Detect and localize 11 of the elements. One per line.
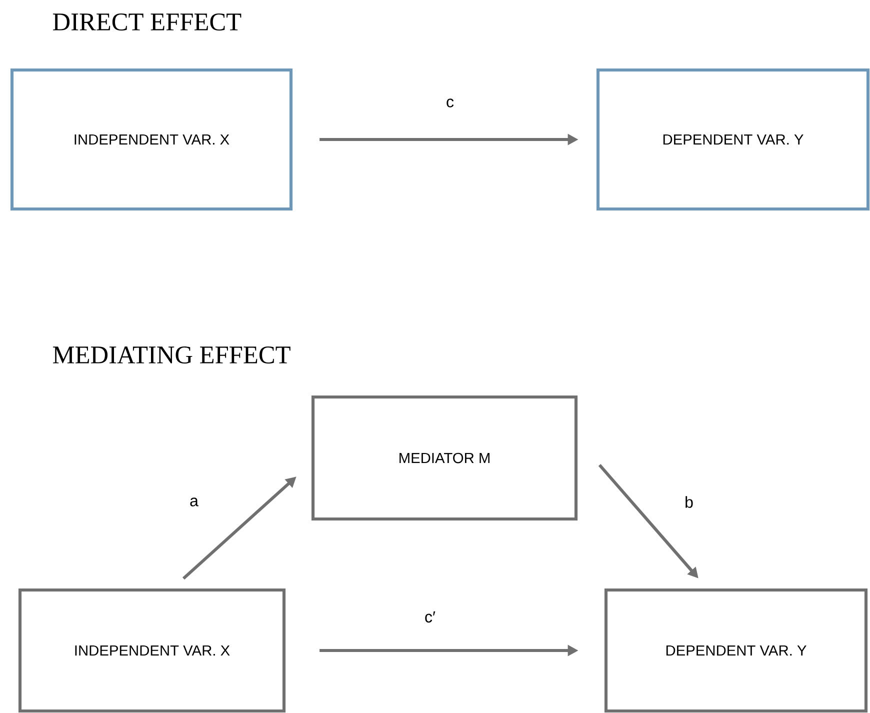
variable-box: DEPENDENT VAR. Y — [604, 588, 868, 713]
edge-label: b — [686, 496, 693, 508]
variable-box: MEDIATOR M — [311, 395, 578, 521]
section-heading: DIRECT EFFECT — [53, 14, 242, 30]
edge-label: c — [446, 98, 454, 108]
variable-box: INDEPENDENT VAR. X — [10, 68, 293, 211]
section-heading: MEDIATING EFFECT — [53, 346, 290, 364]
edge-label: a — [190, 498, 198, 506]
variable-box: INDEPENDENT VAR. X — [18, 588, 286, 713]
edge-label: c′ — [425, 611, 436, 623]
variable-box: DEPENDENT VAR. Y — [596, 68, 870, 211]
